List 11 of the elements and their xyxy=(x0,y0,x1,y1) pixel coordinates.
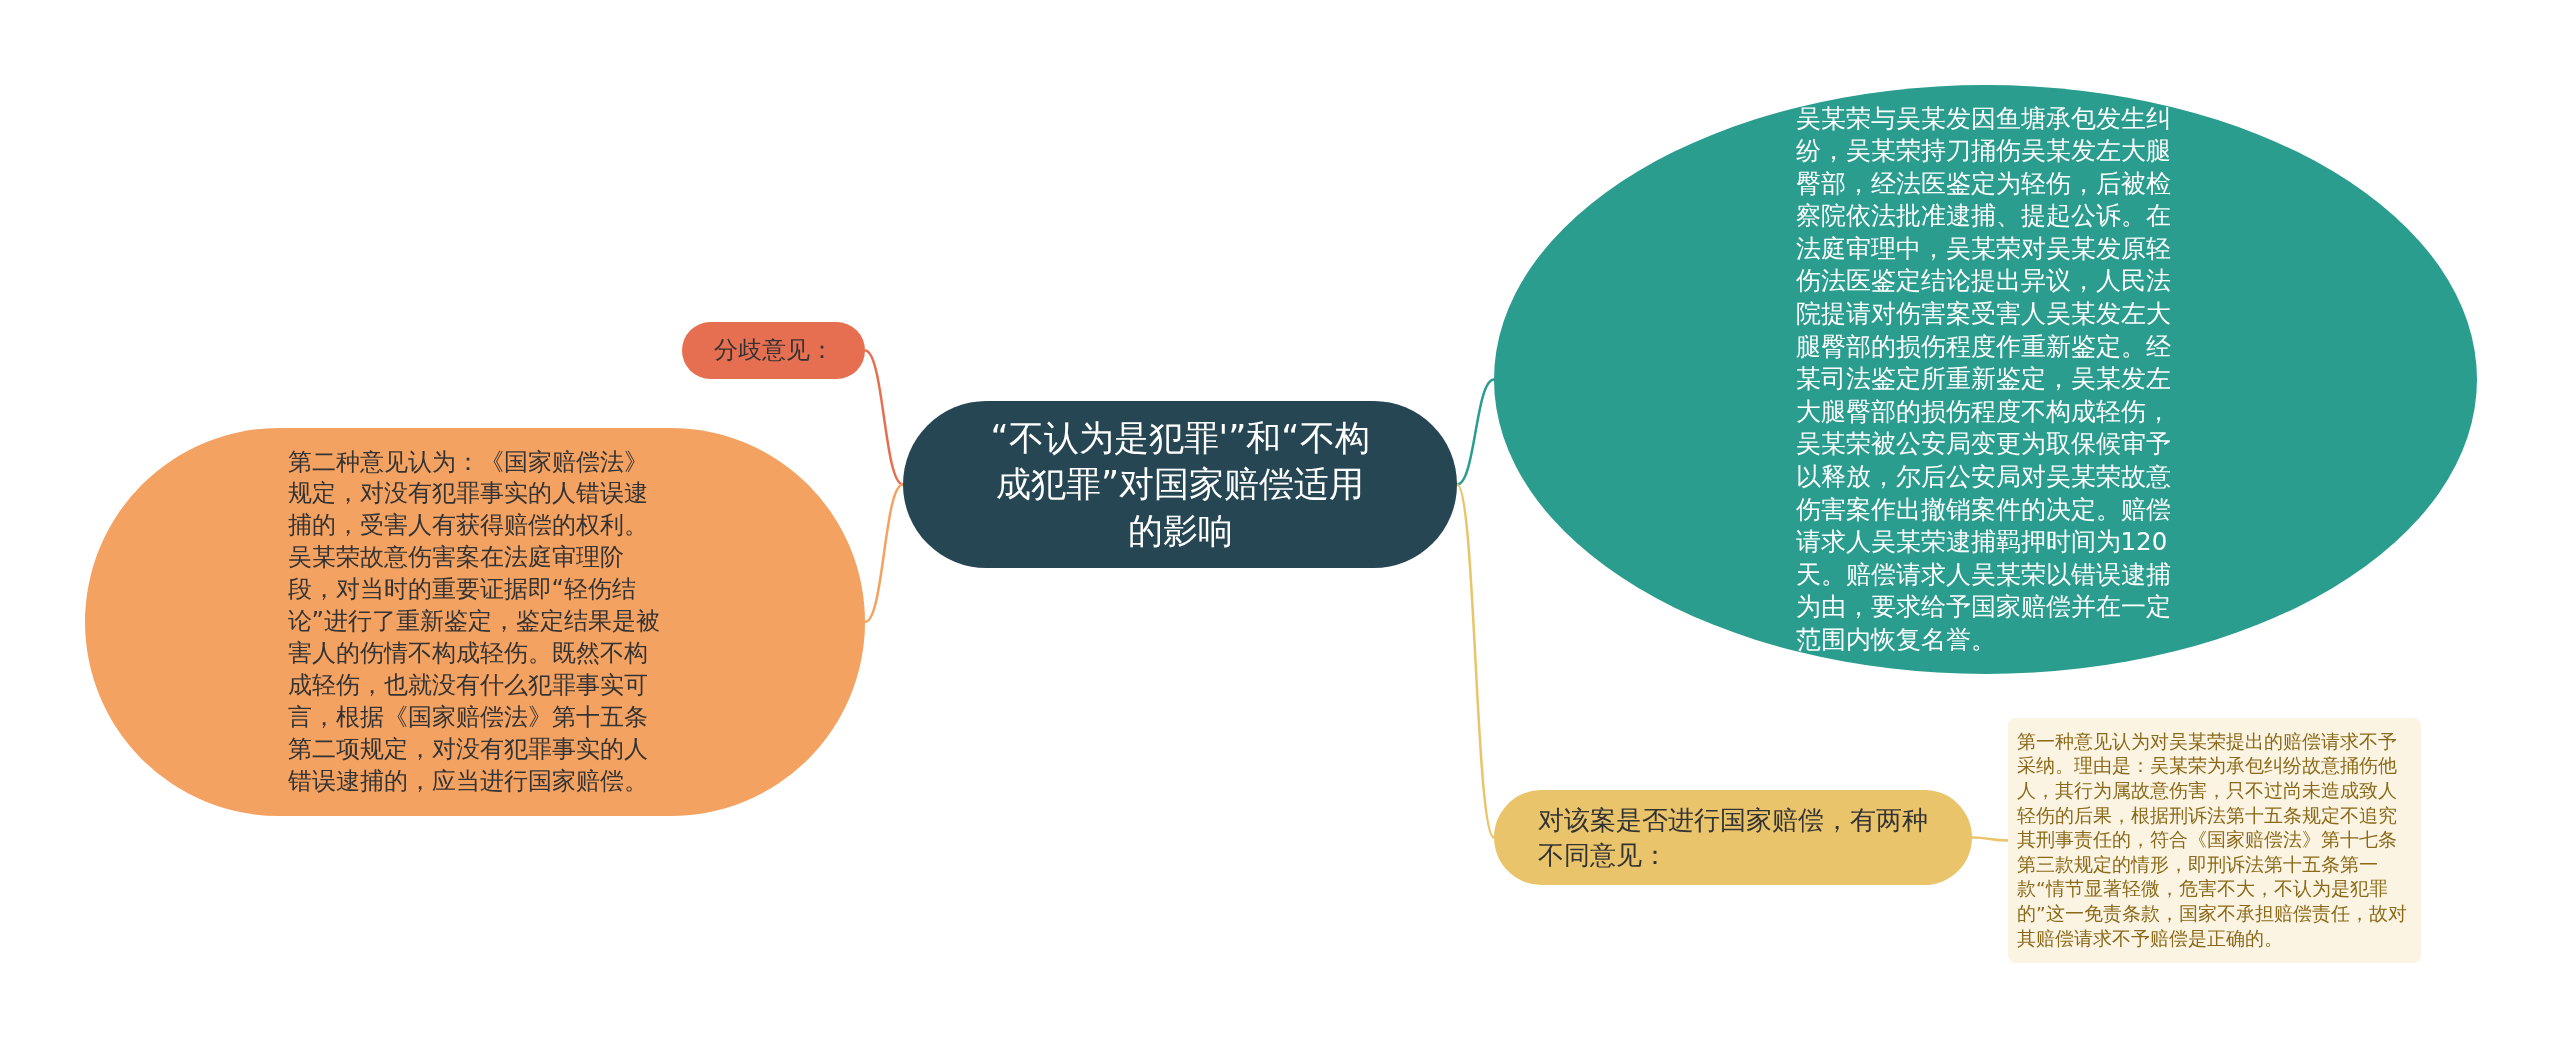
connector xyxy=(864,483,904,624)
connector xyxy=(1455,483,1496,839)
node-text: “不认为是犯罪'”和“不构成犯罪”对国家赔偿适用的影响 xyxy=(989,416,1371,553)
connector xyxy=(864,349,904,486)
node-text: 第二种意见认为：《国家赔偿法》规定，对没有犯罪事实的人错误逮捕的，受害人有获得赔偿的权利。吴某荣故意伤害案在法庭审理阶段，对当时的重要证据即“轻伤结论”进行了重新鉴定，鉴定结果是被害人的伤情不构成轻伤。既然不构成轻伤，也就没有什么犯罪事实可言，根据《国家赔偿法》第十五条第二项规定，对没有犯罪事实的人错误逮捕的，应当进行国家赔偿。 xyxy=(287,446,661,797)
branch-pill xyxy=(682,322,865,379)
node-text: 对该案是否进行国家赔偿，有两种不同意见： xyxy=(1538,803,1928,872)
connector xyxy=(1456,378,1495,486)
node-text: 第一种意见认为对吴某荣提出的赔偿请求不予采纳。理由是：吴某荣为承包纠纷故意捅伤他人，其行为属故意伤害，只不过尚未造成致人轻伤的后果，根据刑诉法第十五条规定不追究其刑事责任的，符合《国家赔偿法》第十七条第三款规定的情形，即刑诉法第十五条第一款“情节显著轻微，危害不大，不认为是犯罪的”这一免责条款，国家不承担赔偿责任，故对其赔偿请求不予赔偿是正确的。 xyxy=(2017,729,2408,951)
node-text: 吴某荣与吴某发因鱼塘承包发生纠纷，吴某荣持刀捅伤吴某发左大腿臀部，经法医鉴定为轻伤，后被检察院依法批准逮捕、提起公诉。在法庭审理中，吴某荣对吴某发原轻伤法医鉴定结论提出异议，人民法院提请对伤害案受害人吴某发左大腿臀部的损伤程度作重新鉴定。经某司法鉴定所重新鉴定，吴某发左大腿臀部的损伤程度不构成轻伤，吴某荣被公安局变更为取保候审予以释放，尔后公安局对吴某荣故意伤害案作出撤销案件的决定。赔偿请求人吴某荣逮捕羁押时间为120天。赔偿请求人吴某荣以错误逮捕为由，要求给予国家赔偿并在一定范围内恢复名誉。 xyxy=(1795,102,2172,656)
node-text: 分歧意见： xyxy=(712,334,835,366)
